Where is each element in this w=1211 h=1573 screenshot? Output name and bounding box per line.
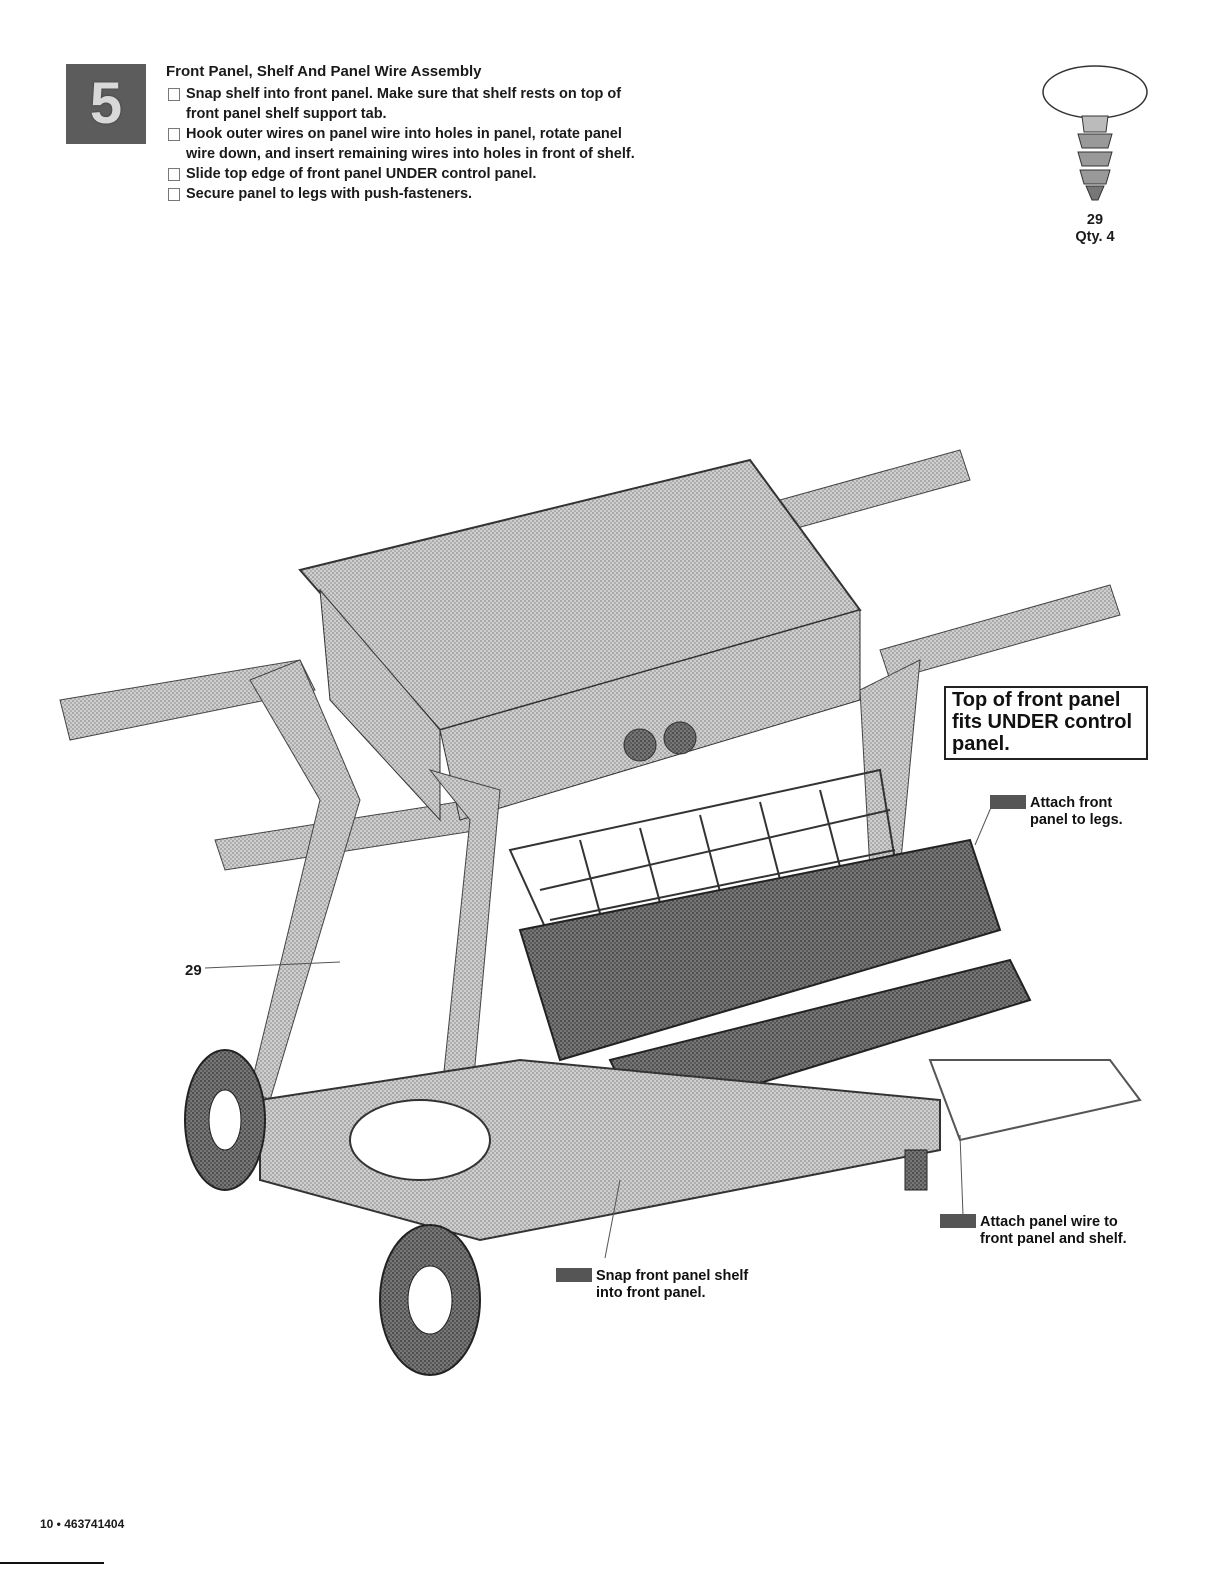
step-number-badge: 5 (66, 64, 146, 144)
callout-line: fits UNDER control (952, 711, 1132, 733)
footer-rule (0, 1562, 104, 1564)
checklist-item: Snap shelf into front panel. Make sure t… (166, 84, 646, 124)
checklist-item: Secure panel to legs with push-fasteners… (166, 184, 646, 204)
checkbox-icon (168, 128, 180, 141)
checklist-text: Slide top edge of front panel UNDER cont… (186, 166, 537, 182)
checklist: Snap shelf into front panel. Make sure t… (166, 84, 646, 204)
page-footer: 10 • 463741404 (40, 1517, 125, 1531)
checklist-item: Slide top edge of front panel UNDER cont… (166, 164, 646, 184)
step-chip-icon (940, 1214, 976, 1228)
instructions: Front Panel, Shelf And Panel Wire Assemb… (166, 62, 646, 204)
attach-panel-wire-note: Attach panel wire to front panel and she… (940, 1214, 1127, 1248)
note-line: Attach panel wire to (980, 1214, 1118, 1230)
part-caption: 29 Qty. 4 (1040, 212, 1150, 246)
callout-line: panel. (952, 733, 1010, 755)
checkbox-icon (168, 188, 180, 201)
checklist-text: Snap shelf into front panel. Make sure t… (186, 86, 622, 122)
checklist-item: Hook outer wires on panel wire into hole… (166, 124, 646, 164)
snap-shelf-note: Snap front panel shelf into front panel. (556, 1268, 748, 1302)
note-line: front panel and shelf. (980, 1231, 1127, 1247)
note-line: Attach front (1030, 795, 1113, 811)
part-number: 29 (1086, 212, 1104, 228)
checklist-text: Secure panel to legs with push-fasteners… (186, 186, 473, 202)
note-line: Snap front panel shelf (596, 1268, 749, 1284)
checkbox-icon (168, 168, 180, 181)
note-line: into front panel. (596, 1285, 706, 1301)
note-line: panel to legs. (1030, 812, 1123, 828)
step-chip-icon (556, 1268, 592, 1282)
section-title: Front Panel, Shelf And Panel Wire Assemb… (166, 63, 482, 80)
step-chip-icon (990, 795, 1026, 809)
callout-line: Top of front panel (952, 689, 1121, 711)
control-panel-callout: Top of front panel fits UNDER control pa… (944, 686, 1148, 760)
part-label: 29 (185, 962, 202, 979)
checkbox-icon (168, 88, 180, 101)
push-fastener-icon (1042, 65, 1148, 201)
checklist-text: Hook outer wires on panel wire into hole… (186, 126, 635, 162)
step-number: 5 (89, 71, 123, 136)
part-quantity: Qty. 4 (1075, 229, 1115, 245)
attach-front-panel-note: Attach front panel to legs. (990, 795, 1123, 829)
